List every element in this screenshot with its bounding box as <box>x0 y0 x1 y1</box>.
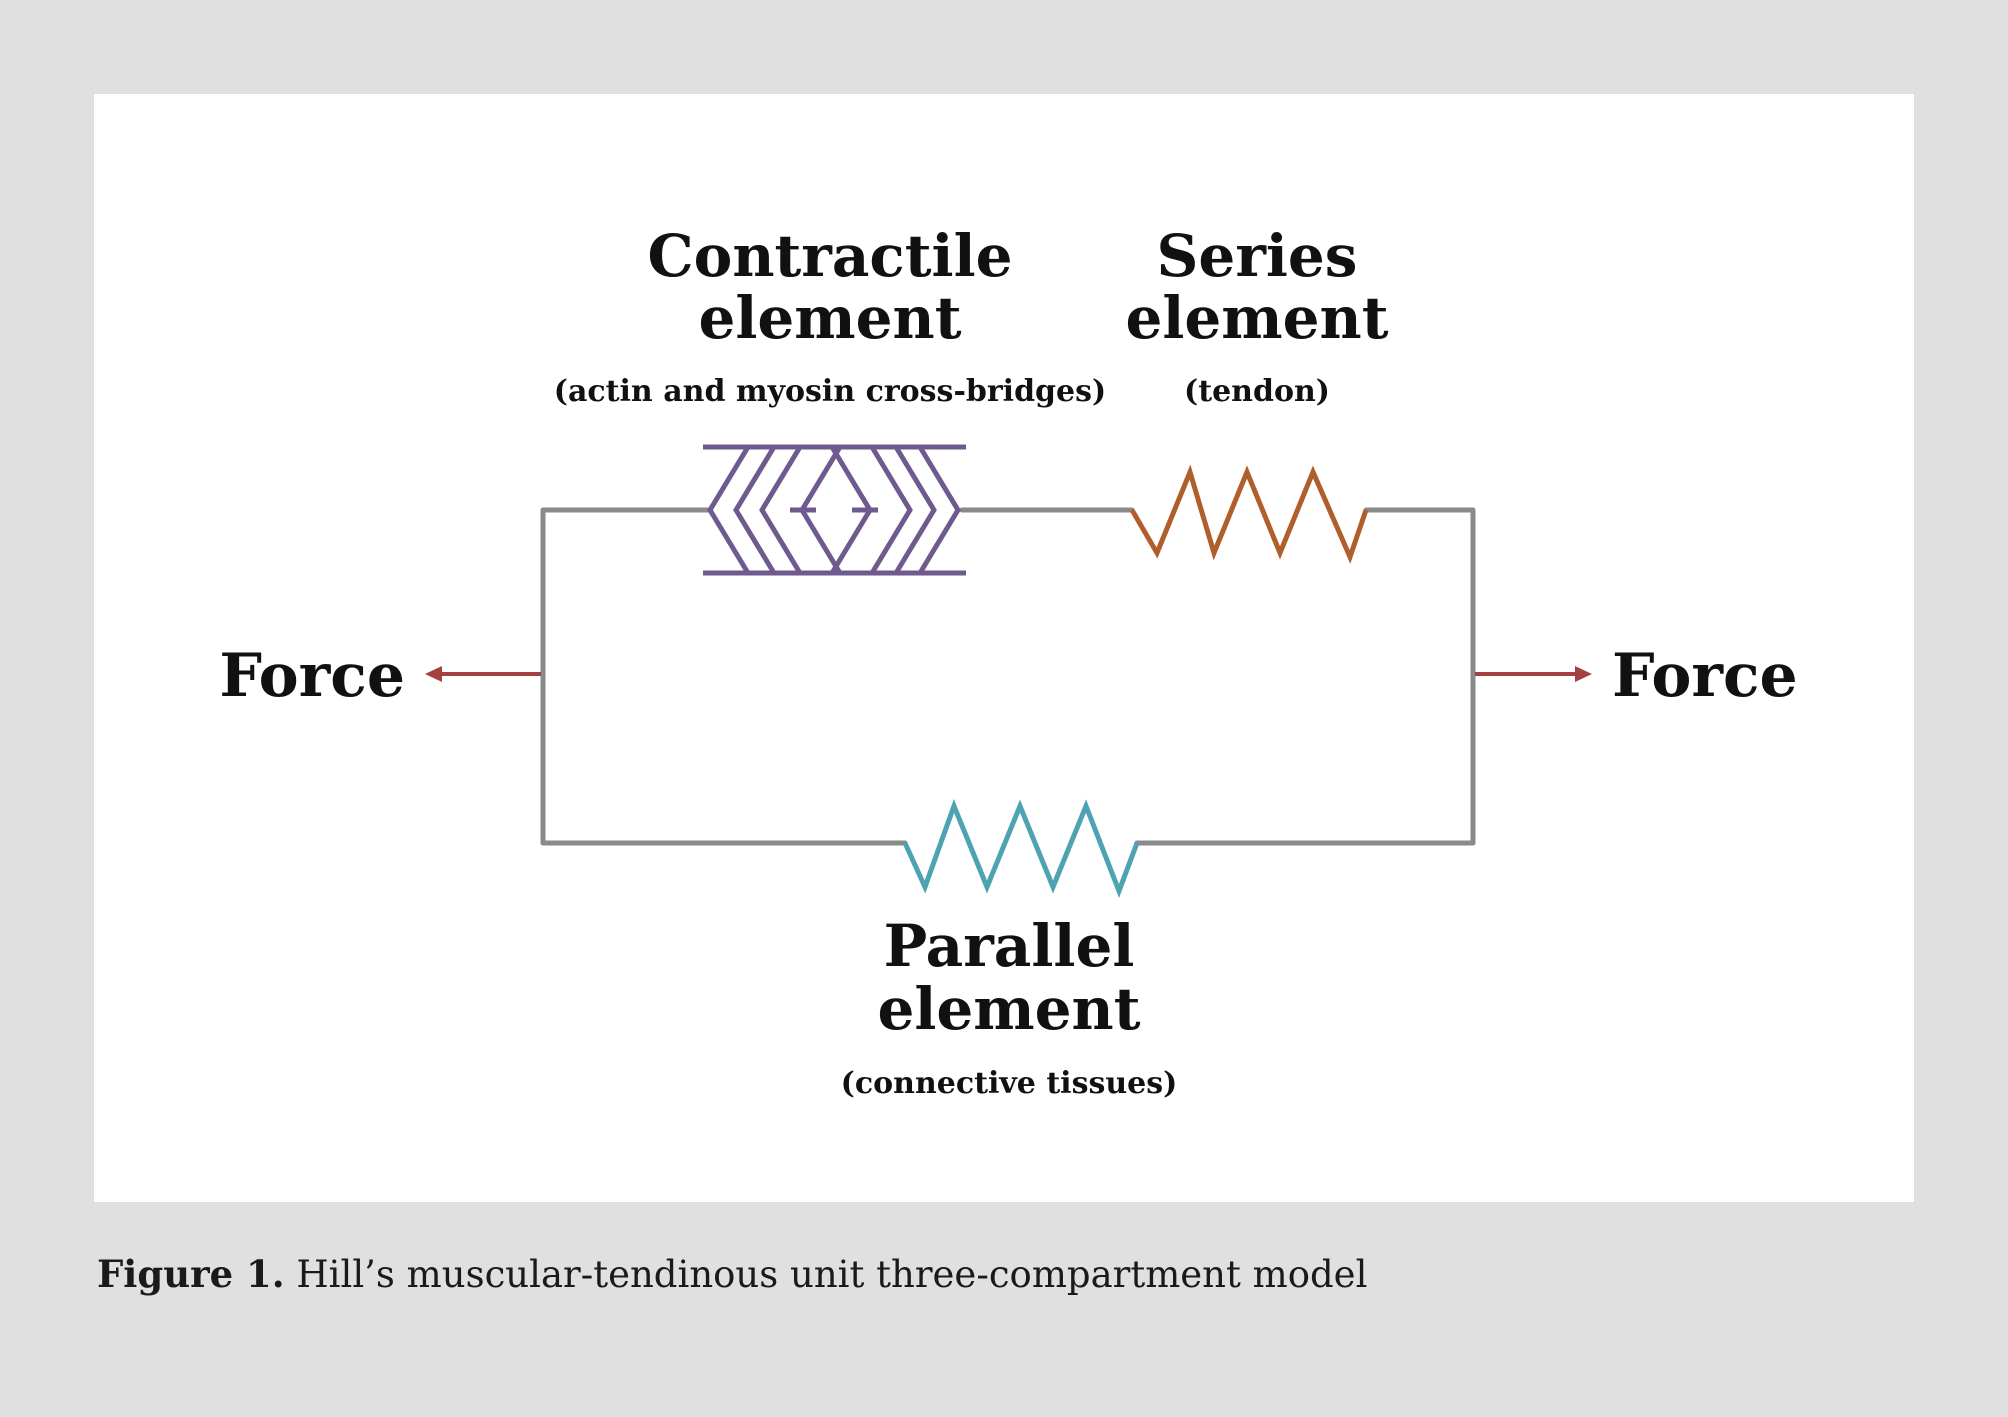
parallel-title-line2: element <box>877 975 1140 1043</box>
bottom-wire-left <box>540 672 908 846</box>
figure-caption-text: Hill’s muscular-tendinous unit three-com… <box>284 1253 1368 1296</box>
chevron-left-3 <box>759 445 803 575</box>
parallel-title-line1: Parallel <box>884 912 1135 980</box>
top-wire-right <box>1363 507 1476 678</box>
top-wire-left <box>540 507 711 678</box>
contractile-title-line1: Contractile <box>647 222 1012 290</box>
contractile-element-symbol <box>703 444 966 576</box>
chevron-left-1 <box>707 445 751 575</box>
series-title-line2: element <box>1125 284 1388 352</box>
force-label-left: Force <box>219 641 405 711</box>
parallel-subtitle: (connective tissues) <box>841 1066 1178 1101</box>
force-arrow-left <box>425 666 541 682</box>
circuit-wires <box>540 507 1476 846</box>
figure-caption: Figure 1. Hill’s muscular-tendinous unit… <box>97 1252 1367 1296</box>
chevron-right-3 <box>893 445 937 575</box>
series-subtitle: (tendon) <box>1184 374 1330 409</box>
parallel-element-spring <box>902 799 1140 899</box>
figure-label: Figure 1. <box>97 1252 285 1296</box>
chevron-right-2 <box>869 445 913 575</box>
contractile-title-line2: element <box>698 284 961 352</box>
series-title-line1: Series <box>1157 222 1358 290</box>
contractile-subtitle: (actin and myosin cross-bridges) <box>554 374 1106 409</box>
force-arrow-right <box>1475 666 1592 682</box>
force-label-right: Force <box>1612 641 1798 711</box>
chevron-left-2 <box>733 445 777 575</box>
figure-panel <box>94 94 1914 1202</box>
chevron-right-4 <box>917 445 961 575</box>
bottom-wire-right <box>1134 672 1476 846</box>
series-element-spring <box>1129 464 1369 564</box>
